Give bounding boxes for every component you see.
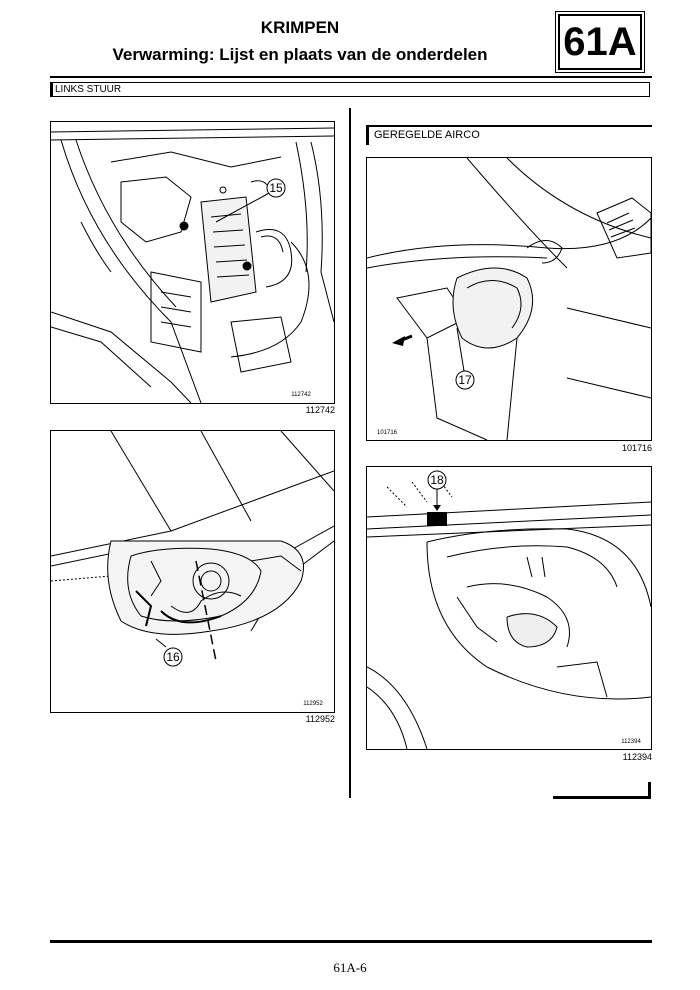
figure-heater-hose: 16 112952	[50, 430, 335, 713]
figure-ref: 101716	[621, 443, 652, 453]
figure-ref: 112952	[305, 714, 335, 724]
figure-grommet: 18 112394	[366, 466, 652, 750]
header-rule	[50, 76, 652, 78]
callout-18: 18	[430, 473, 444, 487]
subheading: GEREGELDE AIRCO	[366, 125, 652, 145]
heater-hose-drawing: 16 112952	[51, 431, 334, 707]
figure-ref: 112394	[622, 752, 652, 762]
page-subtitle: Verwarming: Lijst en plaats van de onder…	[112, 45, 488, 64]
section-bar: LINKS STUUR	[50, 82, 650, 97]
callout-15: 15	[269, 181, 283, 195]
heater-unit-drawing: 15 112742	[51, 127, 334, 403]
section-end-marker	[553, 796, 651, 799]
sensor-drawing: 17 101716	[367, 158, 651, 440]
figure-sensor: 17 101716	[366, 157, 652, 441]
callout-16: 16	[166, 650, 180, 664]
figure-ref: 112742	[305, 405, 335, 415]
figure-heater-unit: 15 112742	[50, 121, 335, 404]
footer-rule	[50, 940, 652, 943]
section-code-frame	[555, 11, 645, 73]
section-code: 61A	[558, 14, 642, 70]
page-title: KRIMPEN	[260, 18, 340, 37]
section-end-marker-tick	[648, 782, 651, 799]
figure-inner-ref: 101716	[377, 430, 398, 436]
grommet-drawing: 18 112394	[367, 470, 651, 749]
figure-inner-ref: 112742	[291, 392, 311, 398]
page-number: 61A-6	[333, 960, 367, 975]
column-divider	[349, 108, 351, 798]
figure-inner-ref: 112952	[303, 701, 323, 707]
figure-inner-ref: 112394	[621, 739, 641, 745]
callout-17: 17	[458, 373, 472, 387]
